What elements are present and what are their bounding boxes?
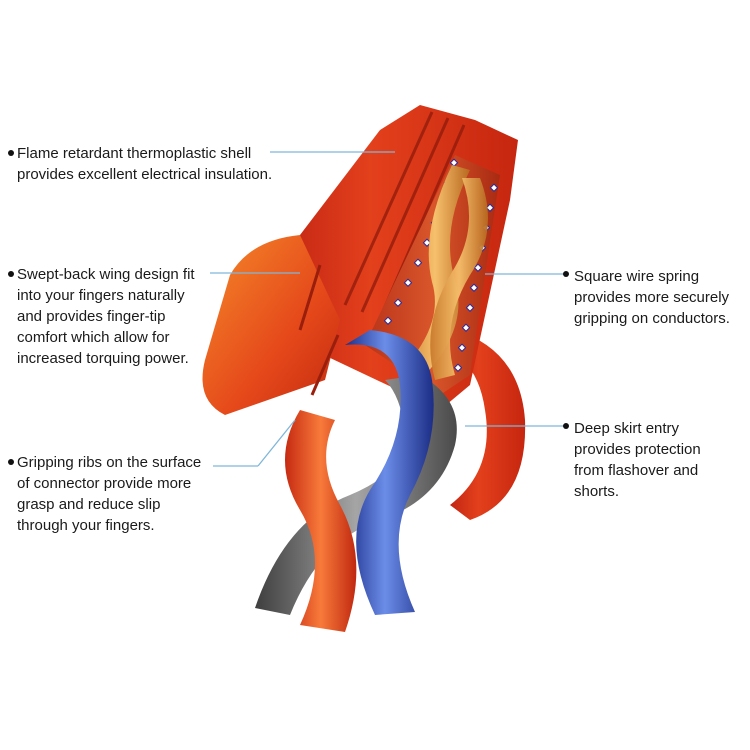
callout-text-line: increased torquing power. — [17, 350, 189, 367]
bullet-dot — [563, 423, 569, 429]
callout-text-line: of connector provide more — [17, 475, 192, 492]
callout-square-wire-spring: Square wire spring provides more securel… — [574, 266, 730, 329]
bullet-dot — [563, 271, 569, 277]
callout-deep-skirt-entry: Deep skirt entry provides protection fro… — [574, 418, 701, 502]
callout-swept-back-wing: Swept-back wing design fit into your fin… — [17, 264, 195, 369]
bullet-dot — [8, 150, 14, 156]
callout-text-line: Flame retardant thermoplastic shell — [17, 145, 252, 162]
leader-lines — [210, 151, 566, 467]
connector-skirt-right — [440, 330, 526, 520]
callout-gripping-ribs: Gripping ribs on the surface of connecto… — [17, 452, 201, 536]
callout-text-line: grasp and reduce slip — [17, 496, 161, 513]
callout-text-line: shorts. — [574, 483, 620, 500]
callout-text-line: Swept-back wing design fit — [17, 266, 195, 283]
wing-ribs — [298, 264, 340, 396]
callout-text-line: through your fingers. — [17, 517, 155, 534]
copper-conductor-2 — [430, 178, 488, 380]
red-insulated-wire — [285, 410, 357, 632]
callout-text-line: into your fingers naturally — [17, 287, 185, 304]
callout-text-line: comfort which allow for — [17, 329, 170, 346]
copper-conductor-1 — [400, 165, 470, 380]
connector-wing-left — [202, 235, 340, 415]
callout-text-line: Square wire spring — [574, 268, 700, 285]
callout-text-line: provides excellent electrical insulation… — [17, 166, 273, 183]
callout-text-line: provides protection — [574, 441, 701, 458]
callout-flame-retardant-shell: Flame retardant thermoplastic shell prov… — [17, 143, 272, 185]
blue-insulated-wire — [345, 330, 434, 615]
callout-text-line: provides more securely — [574, 289, 730, 306]
callout-text-line: from flashover and — [574, 462, 699, 479]
callout-text-line: gripping on conductors. — [574, 310, 730, 327]
callout-text-line: Deep skirt entry — [574, 420, 680, 437]
callout-text-line: and provides finger-tip — [17, 308, 166, 325]
bullet-dot — [8, 459, 14, 465]
callout-text-line: Gripping ribs on the surface — [17, 454, 202, 471]
bullet-dot — [8, 271, 14, 277]
